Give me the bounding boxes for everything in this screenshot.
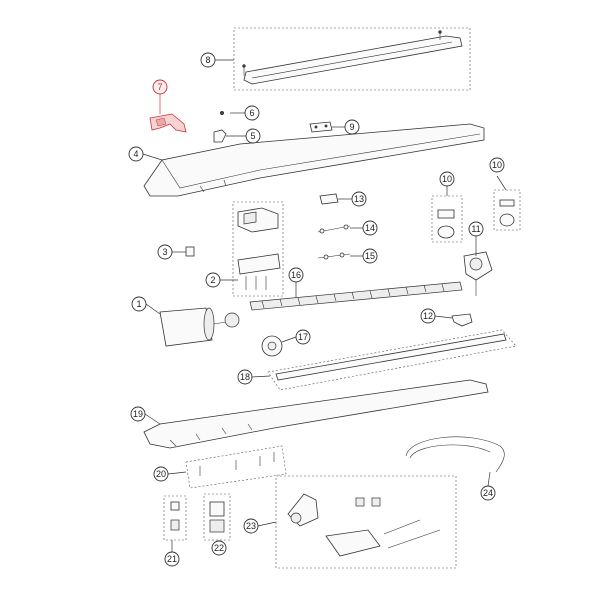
part-12-clip: [451, 313, 473, 327]
callout-11: 11: [468, 221, 484, 237]
callout-15: 15: [362, 248, 378, 264]
callout-10-b: 10: [489, 157, 505, 173]
part-4-housing: [143, 123, 485, 197]
part-9-clip: [309, 121, 333, 133]
callout-number: 19: [133, 409, 143, 419]
callout-14: 14: [362, 220, 378, 236]
callout-6: 6: [244, 105, 260, 121]
callout-number: 16: [291, 270, 301, 280]
callout-12: 12: [420, 308, 436, 324]
part-7-bracket: [149, 113, 187, 133]
callout-number: 6: [249, 108, 254, 118]
callout-number: 4: [133, 149, 138, 159]
callout-number: 11: [471, 224, 480, 234]
callout-2: 2: [205, 272, 221, 288]
callout-number: 20: [156, 469, 166, 479]
part-8-top-cover: [233, 27, 471, 91]
part-20-screw-set: [185, 445, 287, 489]
part-3-nut: [185, 246, 195, 257]
part-15-rod: [317, 252, 351, 260]
part-10-sensor-a: [431, 195, 463, 243]
callout-number: 10: [442, 174, 452, 184]
callout-10-a: 10: [439, 171, 455, 187]
callout-number: 9: [349, 122, 354, 132]
part-19-lower-cover: [143, 379, 489, 449]
callout-21: 21: [164, 551, 180, 567]
callout-number: 7: [157, 82, 162, 92]
part-11-end-pulley: [463, 251, 493, 296]
part-17-gear: [261, 335, 283, 357]
callout-number: 10: [492, 160, 502, 170]
callout-19: 19: [130, 406, 146, 422]
callout-number: 22: [214, 543, 224, 553]
part-2-carriage-set: [232, 201, 284, 297]
callout-8: 8: [200, 52, 216, 68]
part-5-clip: [213, 129, 227, 143]
callout-16: 16: [288, 267, 304, 283]
callout-18: 18: [237, 369, 253, 385]
part-18-rail: [267, 329, 517, 391]
callout-number: 14: [365, 223, 375, 233]
callout-number: 13: [354, 194, 364, 204]
callout-number: 3: [162, 247, 167, 257]
callout-3: 3: [157, 244, 173, 260]
callout-4: 4: [128, 146, 144, 162]
callout-number: 8: [205, 55, 210, 65]
callout-number: 1: [136, 299, 141, 309]
callout-number: 18: [240, 372, 250, 382]
callout-number: 17: [298, 332, 308, 342]
part-21-bolt: [163, 495, 187, 541]
part-24-cable: [405, 436, 505, 473]
callout-24: 24: [480, 485, 496, 501]
callout-number: 15: [365, 251, 375, 261]
part-10-sensor-b: [493, 189, 521, 231]
callout-number: 12: [423, 311, 433, 321]
callout-1: 1: [131, 296, 147, 312]
callout-7-highlighted: 7: [152, 79, 168, 95]
callout-13: 13: [351, 191, 367, 207]
callout-number: 24: [483, 488, 493, 498]
callout-number: 5: [250, 131, 255, 141]
callout-number: 21: [167, 554, 177, 564]
part-13-clip: [319, 193, 339, 205]
part-22-cable-gland: [203, 493, 231, 541]
callout-number: 23: [246, 521, 256, 531]
callout-9: 9: [344, 119, 360, 135]
callout-20: 20: [153, 466, 169, 482]
callout-5: 5: [245, 128, 261, 144]
part-23-mounting-kit: [275, 475, 457, 569]
callout-17: 17: [295, 329, 311, 345]
callout-number: 2: [210, 275, 215, 285]
callout-23: 23: [243, 518, 259, 534]
part-16-worm-screw: [249, 281, 463, 311]
part-6-screw: [219, 110, 225, 116]
leader-lines: [142, 59, 507, 552]
callout-22: 22: [211, 540, 227, 556]
part-14-rod: [317, 224, 351, 234]
part-1-motor: [159, 307, 240, 347]
